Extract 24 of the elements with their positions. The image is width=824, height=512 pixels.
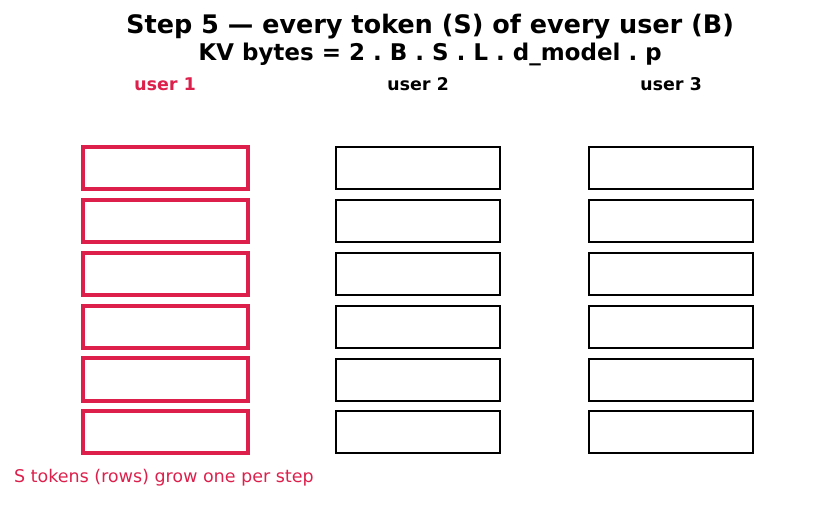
token-row-box [81,304,250,350]
token-row-box [81,408,250,456]
token-row-box [588,252,754,296]
token-row-box [588,305,754,349]
token-row-box [335,146,501,190]
token-row-box [335,199,501,243]
token-row-box [588,358,754,402]
token-row-box [588,146,754,190]
diagram-title: Step 5 — every token (S) of every user (B) [126,9,734,41]
column-heading: user 1 [134,74,196,96]
token-row-box [588,199,754,243]
column-heading: user 3 [640,74,702,96]
token-row-box [335,252,501,296]
token-row-box [81,144,250,192]
token-row-box [335,305,501,349]
token-row-box [81,250,250,298]
token-row-box [81,356,250,403]
token-row-box [335,410,501,454]
column-heading: user 2 [387,74,449,96]
token-row-box [588,410,754,454]
token-row-box [81,198,250,244]
formula-text: KV bytes = 2 . B . S . L . d_model . p [198,39,662,67]
token-row-box [335,358,501,402]
note-text: S tokens (rows) grow one per step [14,466,314,488]
